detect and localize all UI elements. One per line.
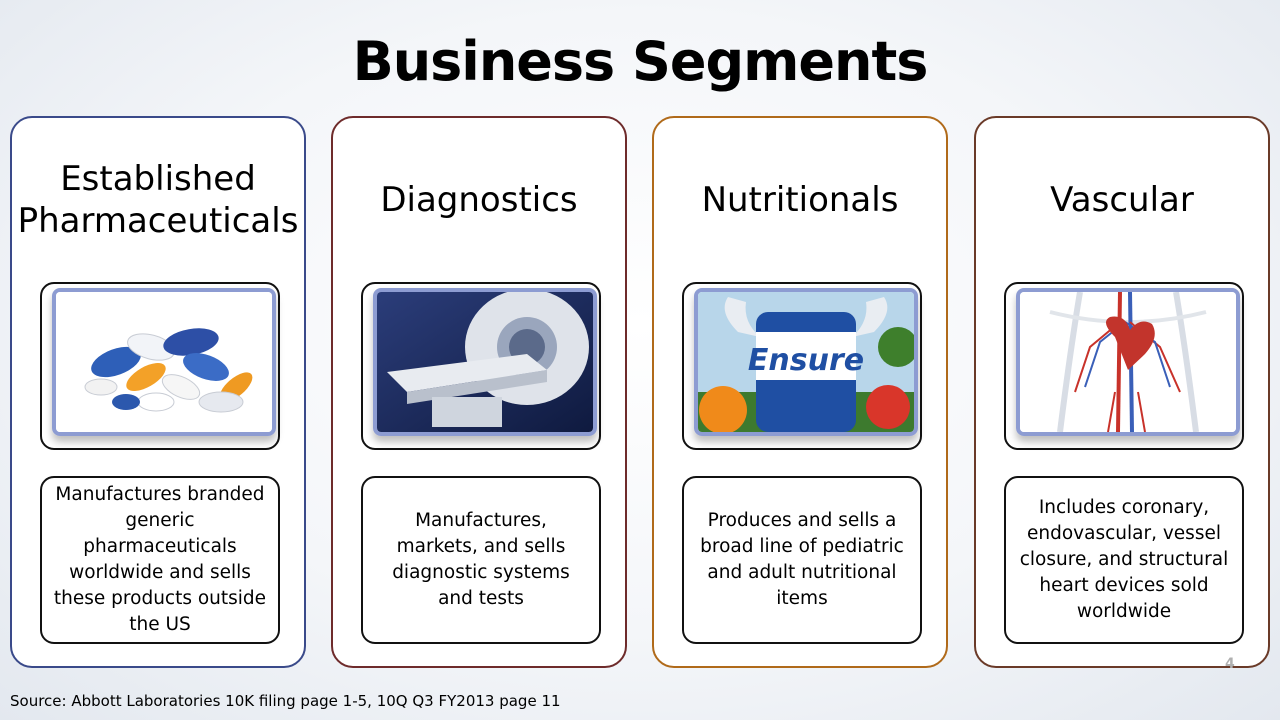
segment-heading: Established Pharmaceuticals	[17, 158, 299, 242]
segment-image-box	[1004, 282, 1244, 450]
segment-card-nutritionals: Nutritionals Ensure Produces and sells a…	[652, 116, 948, 668]
slide-title: Business Segments	[352, 30, 929, 93]
segment-description: Manufactures, markets, and sells diagnos…	[361, 476, 601, 644]
segment-image-box	[361, 282, 601, 450]
segment-heading: Diagnostics	[380, 179, 578, 220]
segment-card-diagnostics: Diagnostics Manufactures, markets, and	[331, 116, 627, 668]
segment-card-vascular: Vascular Includes coronary, endovascular…	[974, 116, 1270, 668]
segment-description: Includes coronary, endovascular, vessel …	[1004, 476, 1244, 644]
segment-image-box: Ensure	[682, 282, 922, 450]
ensure-bottle-image: Ensure	[694, 288, 918, 436]
segment-heading: Vascular	[1050, 179, 1194, 220]
source-citation: Source: Abbott Laboratories 10K filing p…	[10, 692, 561, 710]
segment-image-box	[40, 282, 280, 450]
segment-heading: Nutritionals	[701, 179, 899, 220]
page-number: 4	[1225, 656, 1235, 672]
svg-text:Ensure: Ensure	[748, 343, 864, 378]
segment-card-established-pharmaceuticals: Established Pharmaceuticals Manufactures…	[10, 116, 306, 668]
heart-vessels-image	[1016, 288, 1240, 436]
pills-image	[52, 288, 276, 436]
ct-scanner-image	[373, 288, 597, 436]
segment-description: Produces and sells a broad line of pedia…	[682, 476, 922, 644]
segment-description: Manufactures branded generic pharmaceuti…	[40, 476, 280, 644]
